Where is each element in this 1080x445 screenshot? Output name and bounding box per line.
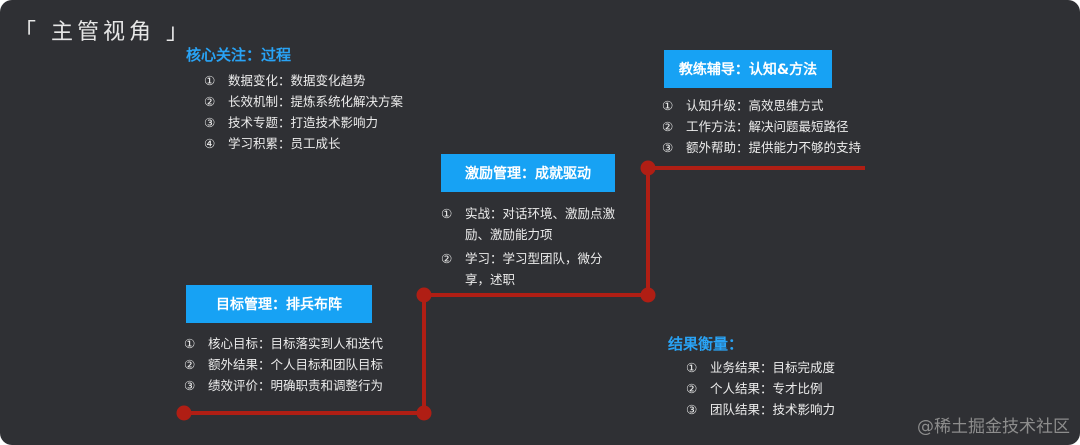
item-text: 数据变化：数据变化趋势 bbox=[228, 73, 366, 88]
list-item: ② 长效机制：提炼系统化解决方案 bbox=[204, 91, 434, 112]
step-node bbox=[416, 287, 432, 303]
list-item: ② 学习：学习型团队，微分享，述职 bbox=[441, 248, 626, 290]
list-item: ① 认知升级：高效思维方式 bbox=[662, 95, 892, 116]
step-node bbox=[176, 405, 192, 421]
item-text: 额外结果：个人目标和团队目标 bbox=[208, 357, 384, 372]
list-item: ② 个人结果：专才比例 bbox=[686, 378, 886, 399]
list-item: ② 工作方法：解决问题最短路径 bbox=[662, 116, 892, 137]
item-number: ③ bbox=[204, 115, 216, 130]
watermark: @稀土掘金技术社区 bbox=[917, 417, 1070, 437]
item-text: 个人结果：专才比例 bbox=[710, 381, 823, 396]
item-number: ③ bbox=[184, 378, 196, 393]
item-number: ② bbox=[204, 94, 216, 109]
list-item: ③ 技术专题：打造技术影响力 bbox=[204, 112, 434, 133]
list-item: ④ 学习积累：员工成长 bbox=[204, 133, 434, 154]
item-number: ③ bbox=[662, 140, 674, 155]
item-text: 团队结果：技术影响力 bbox=[710, 402, 836, 417]
list-item: ③ 额外帮助：提供能力不够的支持 bbox=[662, 137, 892, 158]
goal-box: 目标管理：排兵布阵 bbox=[186, 285, 372, 323]
item-number: ② bbox=[441, 251, 453, 266]
goal-list: ① 核心目标：目标落实到人和迭代 ② 额外结果：个人目标和团队目标 ③ 绩效评价：明确… bbox=[184, 333, 414, 396]
list-item: ② 额外结果：个人目标和团队目标 bbox=[184, 354, 414, 375]
motivate-list: ① 实战：对话环境、激励点激励、激励能力项 ② 学习：学习型团队，微分享，述职 bbox=[441, 203, 626, 290]
step-node bbox=[416, 405, 432, 421]
item-number: ② bbox=[184, 357, 196, 372]
item-text: 学习积累：员工成长 bbox=[228, 136, 341, 151]
result-list: ① 业务结果：目标完成度 ② 个人结果：专才比例 ③ 团队结果：技术影响力 bbox=[686, 357, 886, 420]
item-text: 长效机制：提炼系统化解决方案 bbox=[228, 94, 404, 109]
list-item: ① 实战：对话环境、激励点激励、激励能力项 bbox=[441, 203, 626, 245]
item-number: ③ bbox=[686, 402, 698, 417]
item-text: 实战：对话环境、激励点激励、激励能力项 bbox=[465, 206, 616, 242]
list-item: ① 数据变化：数据变化趋势 bbox=[204, 70, 434, 91]
item-text: 额外帮助：提供能力不够的支持 bbox=[686, 140, 862, 155]
item-number: ① bbox=[184, 336, 196, 351]
item-text: 技术专题：打造技术影响力 bbox=[228, 115, 379, 130]
diagram-title: 「 主管视角 」 bbox=[14, 20, 192, 45]
item-text: 核心目标：目标落实到人和迭代 bbox=[208, 336, 384, 351]
focus-list: ① 数据变化：数据变化趋势 ② 长效机制：提炼系统化解决方案 ③ 技术专题：打造技术影… bbox=[204, 70, 434, 154]
staircase-path bbox=[184, 166, 865, 415]
item-number: ① bbox=[441, 206, 453, 221]
item-text: 绩效评价：明确职责和调整行为 bbox=[208, 378, 384, 393]
motivate-box: 激励管理：成就驱动 bbox=[441, 154, 615, 192]
item-number: ① bbox=[686, 360, 698, 375]
list-item: ① 业务结果：目标完成度 bbox=[686, 357, 886, 378]
item-text: 业务结果：目标完成度 bbox=[710, 360, 836, 375]
item-text: 工作方法：解决问题最短路径 bbox=[686, 119, 849, 134]
item-number: ② bbox=[662, 119, 674, 134]
focus-heading: 核心关注：过程 bbox=[186, 46, 292, 64]
step-node bbox=[640, 160, 656, 176]
list-item: ① 核心目标：目标落实到人和迭代 bbox=[184, 333, 414, 354]
list-item: ③ 团队结果：技术影响力 bbox=[686, 399, 886, 420]
item-number: ② bbox=[686, 381, 698, 396]
item-text: 学习：学习型团队，微分享，述职 bbox=[465, 251, 603, 287]
item-number: ① bbox=[662, 98, 674, 113]
coach-box: 教练辅导：认知&方法 bbox=[664, 50, 832, 88]
item-number: ④ bbox=[204, 136, 216, 151]
item-number: ① bbox=[204, 73, 216, 88]
list-item: ③ 绩效评价：明确职责和调整行为 bbox=[184, 375, 414, 396]
coach-list: ① 认知升级：高效思维方式 ② 工作方法：解决问题最短路径 ③ 额外帮助：提供能力不够… bbox=[662, 95, 892, 158]
step-node bbox=[640, 287, 656, 303]
result-heading: 结果衡量： bbox=[668, 335, 744, 353]
item-text: 认知升级：高效思维方式 bbox=[686, 98, 824, 113]
